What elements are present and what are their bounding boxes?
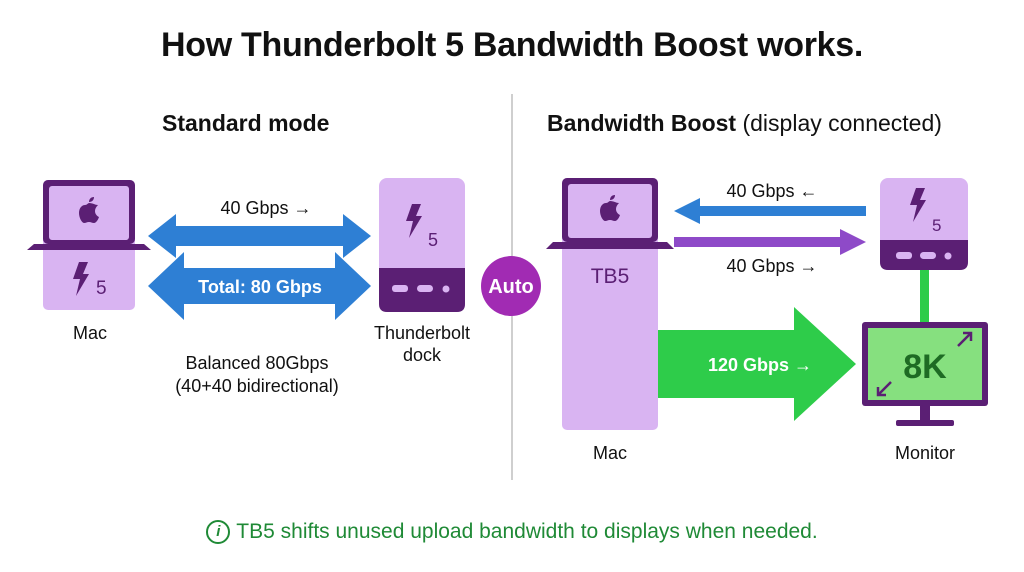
tb-digit-label: 5 bbox=[428, 230, 438, 250]
arrow-top-label-standard: 40 Gbps → bbox=[220, 198, 311, 218]
footer-text: TB5 shifts unused upload bandwidth to di… bbox=[236, 520, 818, 543]
monitor-stand bbox=[896, 420, 954, 426]
thunderbolt-dock-standard: 5 bbox=[379, 178, 465, 312]
arrow-40gbps-in bbox=[674, 198, 866, 224]
dock-port-usb-c-icon bbox=[417, 285, 433, 292]
info-icon: i bbox=[206, 520, 231, 544]
monitor-8k: 8K bbox=[862, 322, 988, 426]
dock-label-line2: dock bbox=[403, 345, 442, 365]
dock-status-led-icon bbox=[944, 252, 952, 260]
mac-label-standard: Mac bbox=[73, 323, 107, 343]
bandwidth-boost-heading: Bandwidth Boost (display connected) bbox=[547, 110, 942, 137]
dock-port-usb-a-icon bbox=[896, 252, 912, 259]
mac-tb5-tag: TB5 bbox=[591, 265, 630, 288]
arrow-120gbps bbox=[658, 307, 856, 421]
apple-logo-icon bbox=[600, 195, 620, 221]
auto-badge: Auto bbox=[481, 256, 541, 316]
dock-port-usb-c-icon bbox=[920, 252, 936, 259]
monitor-label: Monitor bbox=[895, 443, 955, 463]
note-line2: (40+40 bidirectional) bbox=[175, 376, 339, 396]
arrow-out-label: 40 Gbps → bbox=[726, 256, 817, 276]
monitor-neck bbox=[920, 406, 930, 422]
apple-logo-icon bbox=[79, 197, 99, 223]
bandwidth-boost-heading-main: Bandwidth Boost bbox=[547, 110, 737, 136]
arrow-40gbps-out bbox=[674, 229, 866, 255]
bandwidth-boost-heading-suffix: (display connected) bbox=[742, 110, 942, 136]
page-title: How Thunderbolt 5 Bandwidth Boost works. bbox=[161, 26, 863, 64]
mac-tall-boost: TB5 bbox=[546, 178, 674, 430]
note-line1: Balanced 80Gbps bbox=[185, 353, 328, 373]
dock-port-usb-a-icon bbox=[392, 285, 408, 292]
monitor-8k-text: 8K bbox=[903, 348, 947, 386]
arrow-total-80gbps bbox=[148, 252, 371, 320]
dock-monitor-cable bbox=[920, 270, 929, 322]
thunderbolt-dock-boost: 5 bbox=[880, 178, 968, 270]
auto-badge-label: Auto bbox=[488, 276, 534, 298]
standard-mode-heading: Standard mode bbox=[162, 110, 330, 136]
tb-digit-label: 5 bbox=[96, 278, 107, 299]
arrow-120gbps-label: 120 Gbps → bbox=[708, 355, 812, 375]
tb-digit-label: 5 bbox=[932, 216, 941, 235]
dock-status-led-icon bbox=[442, 285, 450, 293]
arrow-in-label: 40 Gbps ← bbox=[726, 181, 817, 201]
arrow-40gbps-bidirectional bbox=[148, 214, 371, 258]
mac-label-boost: Mac bbox=[593, 443, 627, 463]
mac-laptop-standard: 5 bbox=[27, 180, 151, 310]
dock-label-line1: Thunderbolt bbox=[374, 323, 470, 343]
arrow-total-label: Total: 80 Gbps bbox=[198, 277, 322, 297]
mac-tall-keyboard-base bbox=[546, 242, 674, 249]
expand-arrows-icon bbox=[876, 331, 973, 397]
mac-keyboard-base bbox=[27, 244, 151, 250]
